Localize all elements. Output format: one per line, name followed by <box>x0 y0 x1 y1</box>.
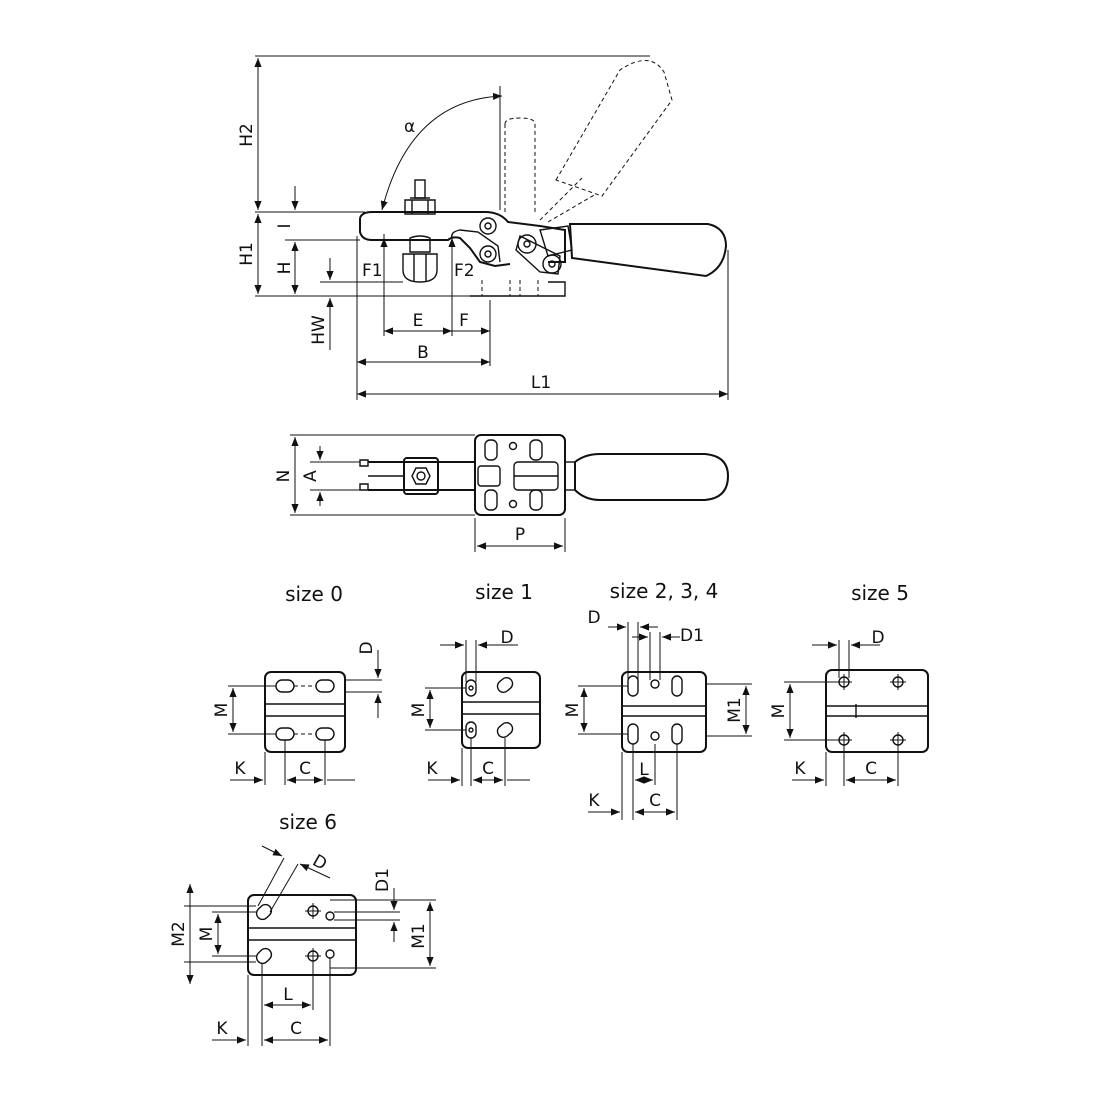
label-H2: H2 <box>237 123 257 147</box>
label-I: I <box>275 223 295 228</box>
size-5-label-M: M <box>769 704 789 719</box>
size-2-3-4-label-M1: M1 <box>725 697 745 722</box>
label-F1: F1 <box>362 261 383 281</box>
label-E: E <box>413 311 424 331</box>
size-2-3-4-label-L: L <box>639 760 649 780</box>
size-5-detail: size 5 D M K C <box>769 581 929 786</box>
size-5-title: size 5 <box>851 581 909 605</box>
size-0-label-M: M <box>212 703 232 718</box>
size-1-label-D: D <box>500 628 513 648</box>
label-P: P <box>515 525 525 545</box>
size-2-3-4-label-C: C <box>649 791 661 811</box>
size-5-label-C: C <box>865 759 877 779</box>
label-L1: L1 <box>531 373 551 393</box>
label-B: B <box>417 343 429 363</box>
size-2-3-4-detail: size 2, 3, 4 D D1 M M1 L K <box>563 579 752 820</box>
size-2-3-4-label-M: M <box>563 703 583 718</box>
label-H: H <box>275 262 295 275</box>
label-alpha: α <box>404 117 415 137</box>
size-1-label-M: M <box>409 703 429 718</box>
size-6-label-C: C <box>290 1019 302 1039</box>
size-1-title: size 1 <box>475 580 533 604</box>
size-0-detail: size 0 D M K C <box>212 582 382 785</box>
size-6-label-M1: M1 <box>409 923 429 948</box>
size-6-label-D: D <box>309 851 330 875</box>
side-view: H2 H1 I H HW α F1 F2 E F B L1 <box>237 55 729 400</box>
size-0-title: size 0 <box>285 582 343 606</box>
label-A: A <box>301 470 321 482</box>
size-5-label-K: K <box>794 759 806 779</box>
size-0-label-D: D <box>357 641 377 654</box>
size-2-3-4-label-D1: D1 <box>680 626 704 646</box>
size-2-3-4-title: size 2, 3, 4 <box>610 579 719 603</box>
size-5-label-D: D <box>871 628 884 648</box>
size-0-label-C: C <box>299 759 311 779</box>
size-6-label-K: K <box>216 1019 228 1039</box>
size-6-label-M2: M2 <box>169 921 189 946</box>
size-1-detail: size 1 D M K C <box>409 580 541 786</box>
size-6-title: size 6 <box>279 810 337 834</box>
label-HW: HW <box>309 315 329 345</box>
size-6-detail: size 6 <box>169 810 436 1046</box>
size-2-3-4-label-K: K <box>588 791 600 811</box>
label-N: N <box>274 470 294 483</box>
size-2-3-4-label-D: D <box>587 608 600 628</box>
label-F2: F2 <box>454 261 475 281</box>
size-1-label-C: C <box>482 759 494 779</box>
size-1-label-K: K <box>426 759 438 779</box>
label-H1: H1 <box>237 242 257 266</box>
size-0-label-K: K <box>234 759 246 779</box>
size-6-label-D1: D1 <box>373 868 393 892</box>
label-F: F <box>459 311 469 331</box>
top-view: N A P <box>274 434 730 552</box>
size-6-label-L: L <box>283 985 293 1005</box>
size-6-label-M: M <box>197 927 217 942</box>
